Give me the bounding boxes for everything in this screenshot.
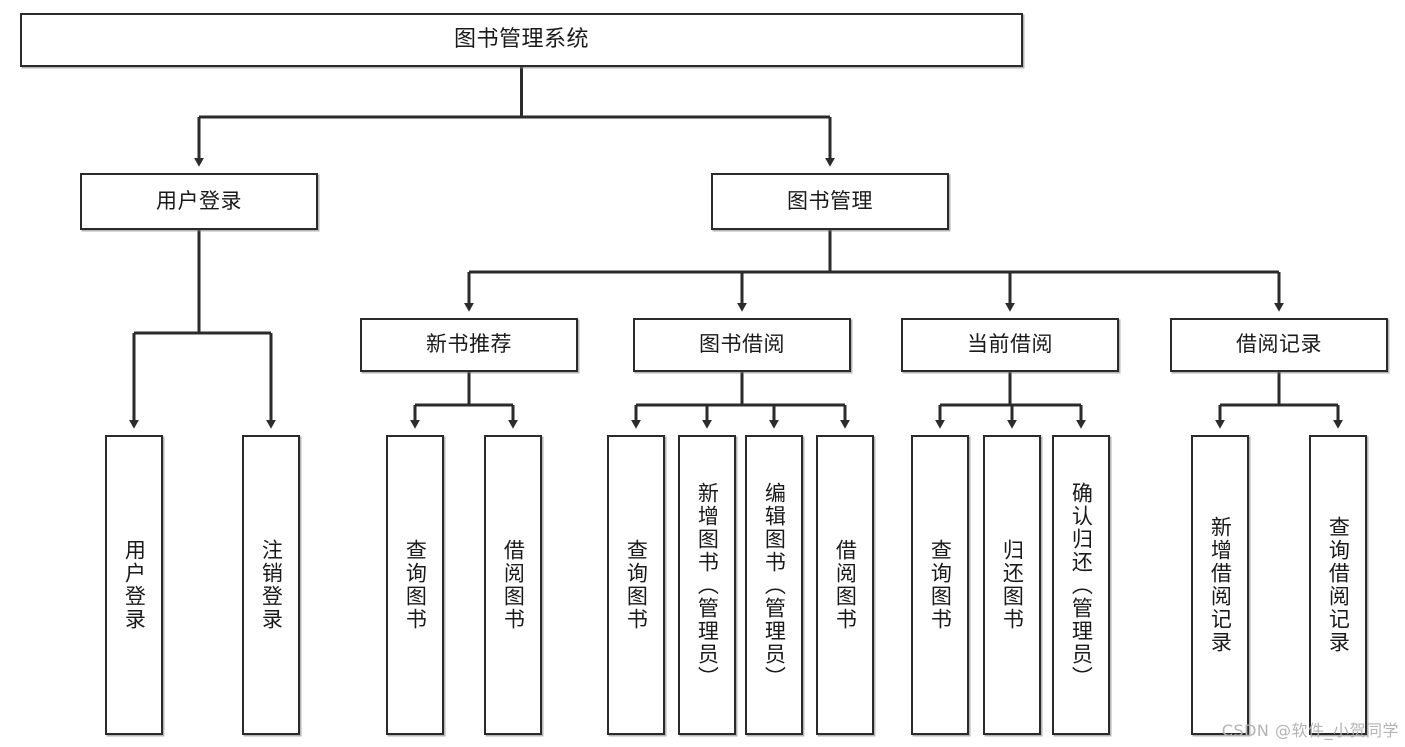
node-label: 查询图书 [403,539,428,631]
node-label: 确认归还（管理员） [1069,481,1094,689]
node-leaf-query-book-2[interactable]: 查询图书 [607,435,665,735]
node-label: 查询图书 [928,539,953,631]
csdn-watermark: CSDN @软件_小贺同学 [1221,721,1399,740]
node-user-login[interactable]: 用户登录 [80,173,318,230]
node-label: 图书管理 [787,188,873,213]
edge-newbook-to-leaves [410,372,518,429]
node-label: 当前借阅 [967,332,1053,357]
node-label: 图书借阅 [699,332,785,357]
node-label: 用户登录 [156,188,242,213]
node-current-borrow[interactable]: 当前借阅 [901,318,1119,372]
node-label: 用户登录 [122,539,147,631]
node-leaf-query-book-1[interactable]: 查询图书 [386,435,444,735]
node-label: 注销登录 [259,539,284,631]
node-leaf-borrow-book-1[interactable]: 借阅图书 [484,435,542,735]
node-label: 图书管理系统 [453,26,589,52]
node-leaf-return-book[interactable]: 归还图书 [983,435,1041,735]
node-root-system[interactable]: 图书管理系统 [20,13,1023,67]
edge-bookborrow-to-leaves [631,372,850,429]
node-book-manage[interactable]: 图书管理 [711,173,949,230]
node-label: 新增图书（管理员） [695,481,720,689]
edge-currentborrow-to-leaves [935,372,1086,429]
node-leaf-user-login[interactable]: 用户登录 [105,435,163,735]
node-label: 新增借阅记录 [1208,516,1233,654]
node-label: 借阅图书 [833,539,858,631]
node-leaf-query-book-3[interactable]: 查询图书 [911,435,969,735]
node-borrow-record[interactable]: 借阅记录 [1170,318,1388,372]
edge-bookmanage-to-level2 [464,230,1284,312]
node-label: 查询借阅记录 [1326,516,1351,654]
node-leaf-query-record[interactable]: 查询借阅记录 [1309,435,1367,735]
node-leaf-edit-book[interactable]: 编辑图书（管理员） [745,435,803,735]
edge-userlogin-to-leaves [129,230,276,429]
node-book-borrow[interactable]: 图书借阅 [633,318,851,372]
node-leaf-confirm-return[interactable]: 确认归还（管理员） [1052,435,1110,735]
edge-borrowrecord-to-leaves [1215,372,1343,429]
node-label: 借阅图书 [501,539,526,631]
node-label: 编辑图书（管理员） [762,481,787,689]
node-leaf-borrow-book-2[interactable]: 借阅图书 [816,435,874,735]
edge-root-to-level1 [194,67,835,167]
node-leaf-add-book[interactable]: 新增图书（管理员） [678,435,736,735]
node-leaf-add-record[interactable]: 新增借阅记录 [1191,435,1249,735]
node-label: 查询图书 [624,539,649,631]
node-leaf-logout[interactable]: 注销登录 [242,435,300,735]
node-label: 归还图书 [1000,539,1025,631]
node-label: 新书推荐 [426,332,512,357]
node-new-book-recommend[interactable]: 新书推荐 [360,318,578,372]
node-label: 借阅记录 [1236,332,1322,357]
